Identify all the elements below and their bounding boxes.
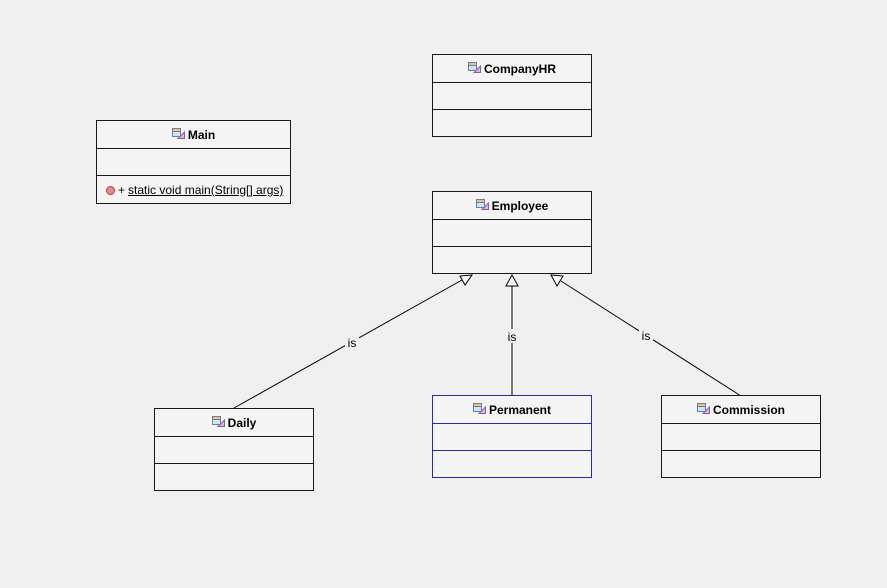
class-name: CompanyHR: [483, 61, 556, 76]
daily-relation-label: is: [348, 336, 357, 350]
class-name: Permanent: [488, 402, 552, 417]
commission-relation-label: is: [642, 329, 651, 343]
class-icon: [696, 402, 710, 417]
attributes-compartment: [155, 436, 313, 463]
operations-compartment: [662, 450, 820, 477]
method-main[interactable]: + static void main(String[] args): [106, 183, 290, 197]
class-icon: [467, 61, 481, 76]
class-main[interactable]: Main + static void main(String[] args): [96, 120, 291, 204]
permanent-inheritance-arrowhead: [505, 273, 519, 287]
class-name: Daily: [227, 415, 257, 430]
class-header: Main: [97, 121, 290, 148]
attributes-compartment: [662, 423, 820, 450]
class-icon: [472, 402, 486, 417]
class-permanent[interactable]: Permanent: [432, 395, 592, 478]
attributes-compartment: [433, 423, 591, 450]
method-signature: static void main(String[] args): [128, 183, 284, 197]
method-visibility: +: [118, 183, 126, 197]
class-header: Commission: [662, 396, 820, 423]
attributes-compartment: [97, 148, 290, 175]
method-icon: [106, 185, 115, 195]
class-daily[interactable]: Daily: [154, 408, 314, 491]
class-header: Employee: [433, 192, 591, 219]
class-header: Daily: [155, 409, 313, 436]
operations-compartment: [433, 450, 591, 477]
operations-compartment: [433, 109, 591, 136]
operations-compartment: [155, 463, 313, 490]
class-name: Employee: [491, 198, 549, 213]
class-commission[interactable]: Commission: [661, 395, 821, 478]
class-icon: [211, 415, 225, 430]
class-employee[interactable]: Employee: [432, 191, 592, 274]
class-header: CompanyHR: [433, 55, 591, 82]
attributes-compartment: [433, 219, 591, 246]
operations-compartment: [433, 246, 591, 273]
operations-compartment: + static void main(String[] args): [97, 175, 290, 203]
commission-inheritance-arrowhead: [550, 274, 564, 288]
class-icon: [475, 198, 489, 213]
class-name: Commission: [712, 402, 785, 417]
attributes-compartment: [433, 82, 591, 109]
class-companyhr[interactable]: CompanyHR: [432, 54, 592, 137]
class-name: Main: [187, 127, 216, 142]
class-header: Permanent: [433, 396, 591, 423]
class-icon: [171, 127, 185, 142]
permanent-relation-label: is: [508, 330, 517, 344]
daily-inheritance-arrowhead: [459, 274, 474, 286]
